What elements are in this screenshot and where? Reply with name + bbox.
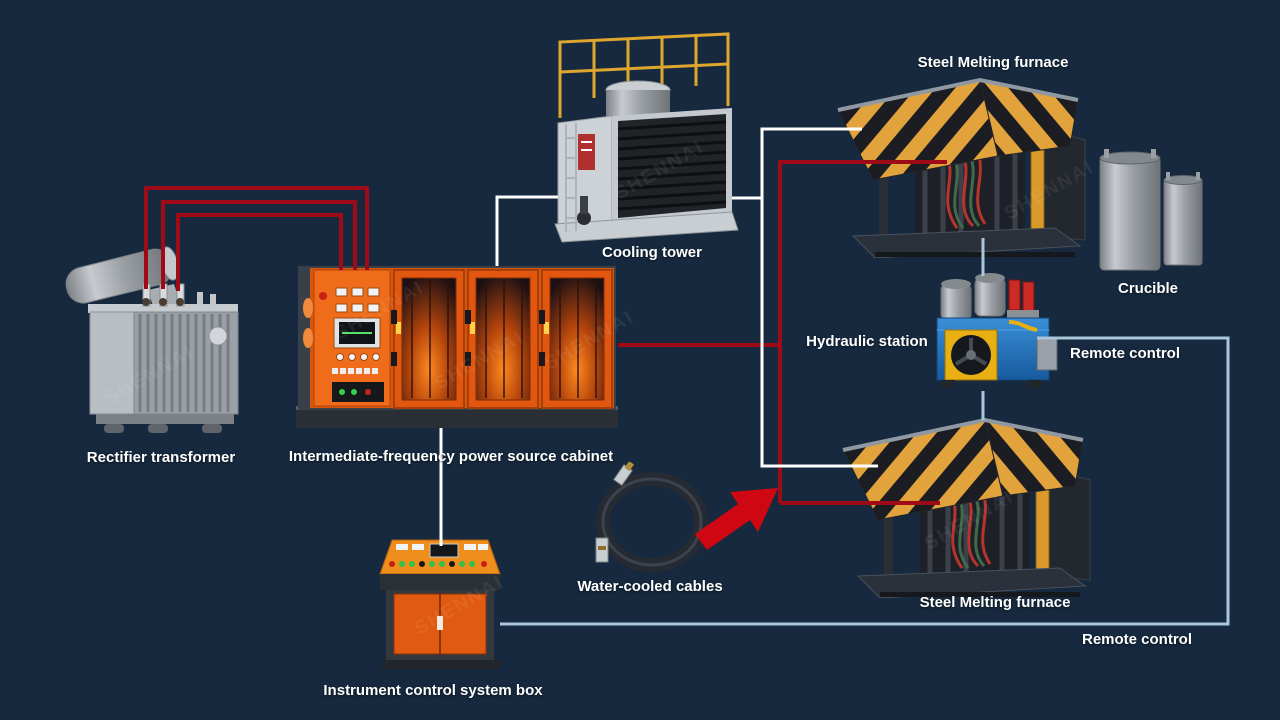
railing bbox=[558, 32, 730, 118]
label-instrument-box: Instrument control system box bbox=[323, 682, 543, 699]
cabinet-doors bbox=[391, 269, 613, 409]
ladder bbox=[565, 123, 577, 232]
steel-melting-furnace-top bbox=[835, 68, 1095, 258]
hydraulic-station bbox=[936, 273, 1058, 388]
cooling-tower bbox=[554, 32, 739, 243]
label-hydraulic-station: Hydraulic station bbox=[806, 333, 928, 350]
label-remote-control-top: Remote control bbox=[1069, 345, 1181, 362]
label-furnace-bottom: Steel Melting furnace bbox=[919, 594, 1071, 611]
label-crucible: Crucible bbox=[1117, 280, 1179, 297]
label-rectifier-transformer: Rectifier transformer bbox=[86, 449, 236, 466]
label-remote-control-bottom: Remote control bbox=[1081, 631, 1193, 648]
label-power-cabinet: Intermediate-frequency power source cabi… bbox=[288, 448, 614, 465]
rectifier-transformer bbox=[65, 246, 239, 433]
steel-melting-furnace-bottom bbox=[840, 408, 1100, 598]
filters bbox=[1008, 279, 1035, 313]
label-cooling-tower: Cooling tower bbox=[602, 244, 702, 261]
crucible bbox=[1099, 149, 1203, 271]
instrument-control-box bbox=[379, 539, 501, 669]
motors bbox=[940, 273, 1006, 321]
label-furnace-top: Steel Melting furnace bbox=[917, 54, 1069, 71]
water-cooled-cables bbox=[595, 462, 708, 572]
power-source-cabinet bbox=[296, 266, 618, 428]
label-water-cooled-cables: Water-cooled cables bbox=[577, 578, 723, 595]
